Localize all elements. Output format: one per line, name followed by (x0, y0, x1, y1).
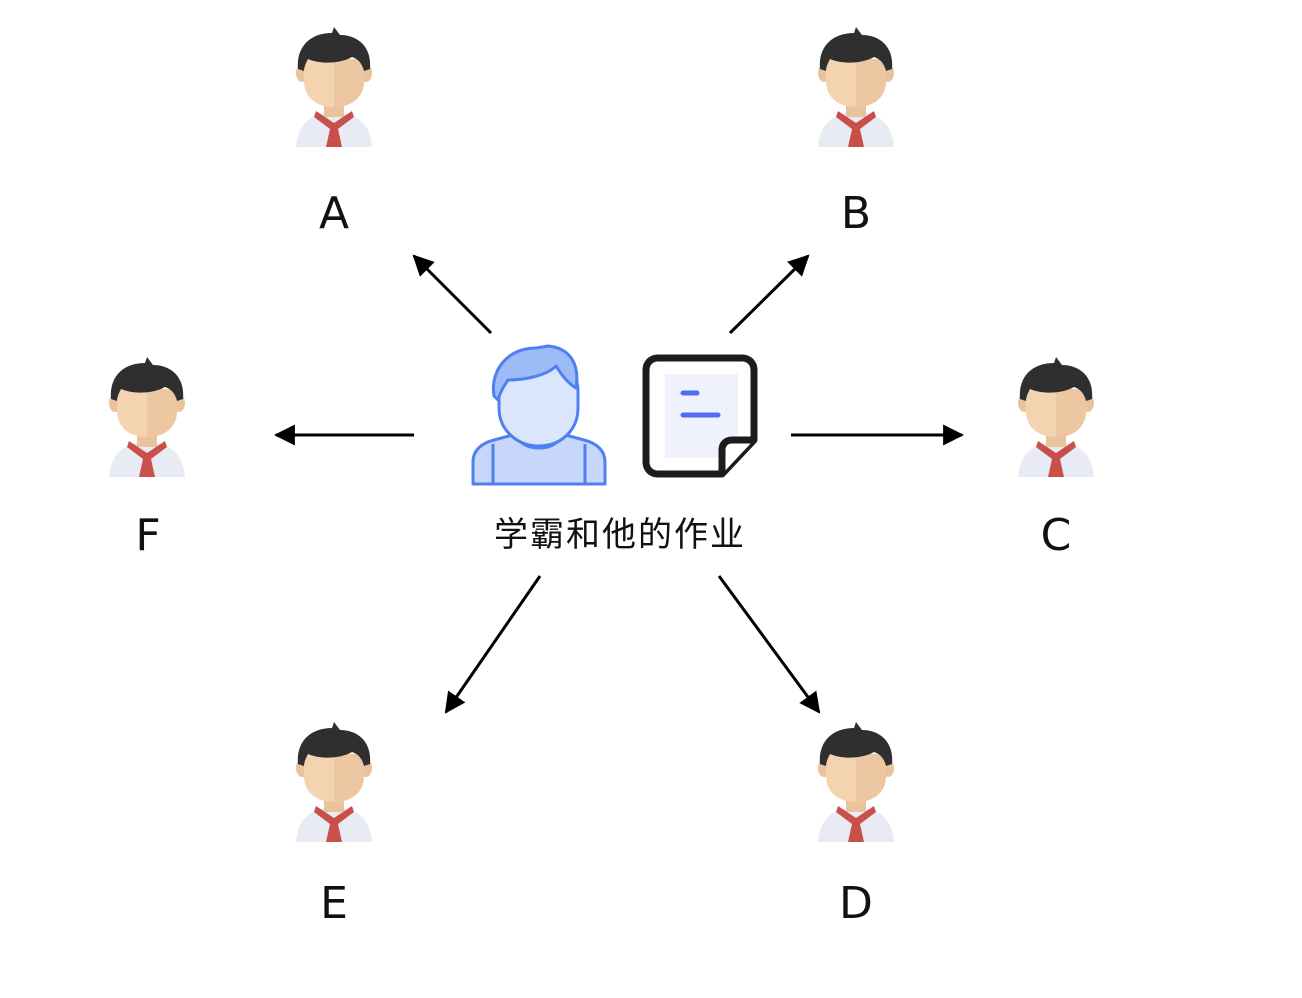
student-label-E: E (320, 878, 348, 929)
student-label-C: C (1041, 510, 1072, 561)
student-avatar-icon (296, 27, 372, 147)
student-node-A: A (296, 27, 372, 239)
student-avatar-icon (818, 27, 894, 147)
student-icon (471, 344, 607, 486)
student-avatar-icon (296, 722, 372, 842)
student-node-B: B (818, 27, 894, 239)
arrow-to-B (728, 254, 810, 335)
center-node: 学霸和他的作业 (471, 344, 758, 555)
arrow-to-E (444, 575, 542, 714)
homework-document-icon (642, 354, 758, 478)
student-label-F: F (135, 510, 160, 561)
student-node-C: C (1018, 357, 1094, 561)
student-node-E: E (296, 722, 372, 929)
arrow-to-D (717, 575, 821, 714)
student-avatar-icon (818, 722, 894, 842)
arrow-to-A (412, 254, 493, 335)
student-node-F: F (109, 357, 185, 561)
student-avatar-icon (109, 357, 185, 477)
student-avatar-icon (1018, 357, 1094, 477)
student-label-D: D (839, 878, 873, 929)
student-label-B: B (841, 188, 871, 239)
center-label: 学霸和他的作业 (494, 515, 746, 555)
student-node-D: D (818, 722, 894, 929)
student-label-A: A (319, 188, 349, 239)
